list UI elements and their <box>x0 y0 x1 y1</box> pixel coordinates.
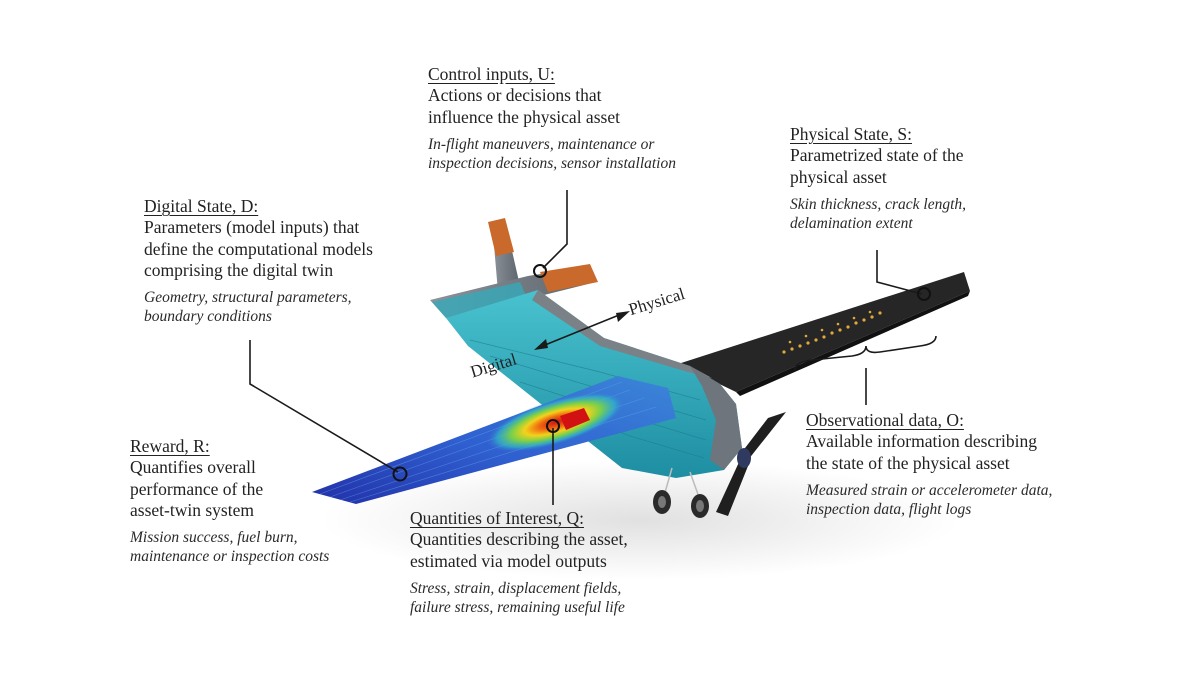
physical-state-examples: Skin thickness, crack length, delaminati… <box>790 196 967 232</box>
observational-data-title: Observational data, O: <box>806 410 964 430</box>
reward-desc: Quantifies overall performance of the as… <box>130 457 264 521</box>
observational-data-label: Observational data, O: Available informa… <box>806 410 1052 520</box>
ground-shadow <box>320 460 960 580</box>
digital-state-title: Digital State, D: <box>144 196 259 216</box>
leader-circles <box>392 264 931 482</box>
stabilizer-mesh <box>432 282 526 318</box>
reward-label: Reward, R: Quantifies overall performanc… <box>130 436 329 567</box>
qoi-label: Quantities of Interest, Q: Quantities de… <box>410 508 628 618</box>
qoi-target <box>546 419 560 433</box>
digital-state-desc: Parameters (model inputs) that define th… <box>144 217 373 281</box>
reward-title: Reward, R: <box>130 436 210 456</box>
sensor-dots <box>782 310 882 354</box>
digital-state-label: Digital State, D: Parameters (model inpu… <box>144 196 373 327</box>
physical-state-desc: Parametrized state of the physical asset <box>790 145 964 187</box>
physical-state-target <box>917 287 931 301</box>
reward-examples: Mission success, fuel burn, maintenance … <box>130 529 330 566</box>
physical-wing <box>678 272 970 392</box>
stress-hotspot <box>486 392 626 452</box>
elevator <box>540 264 598 292</box>
control-target <box>533 264 547 278</box>
vertical-tail-tip <box>488 218 514 256</box>
physical-state-title: Physical State, S: <box>790 124 913 144</box>
physical-state-label: Physical State, S: Parametrized state of… <box>790 124 966 234</box>
control-inputs-label: Control inputs, U: Actions or decisions … <box>428 64 676 174</box>
digital-physical-arrow <box>534 311 630 350</box>
control-inputs-examples: In-flight maneuvers, maintenance or insp… <box>428 136 676 172</box>
qoi-title: Quantities of Interest, Q: <box>410 508 584 528</box>
propeller <box>716 412 786 516</box>
qoi-examples: Stress, strain, displacement fields, fai… <box>410 580 625 616</box>
control-inputs-desc: Actions or decisions that influence the … <box>428 85 620 127</box>
observational-data-desc: Available information describing the sta… <box>806 431 1037 473</box>
fuselage-side-strip <box>690 366 742 470</box>
observational-data-examples: Measured strain or accelerometer data, i… <box>806 482 1053 518</box>
control-inputs-title: Control inputs, U: <box>428 64 555 84</box>
digital-state-target <box>392 466 408 482</box>
digital-state-examples: Geometry, structural parameters, boundar… <box>144 289 352 326</box>
qoi-desc: Quantities describing the asset, estimat… <box>410 529 628 571</box>
leader-lines <box>249 190 937 505</box>
fuselage <box>446 290 742 478</box>
stress-peak <box>560 408 590 430</box>
landing-gear <box>653 467 709 518</box>
